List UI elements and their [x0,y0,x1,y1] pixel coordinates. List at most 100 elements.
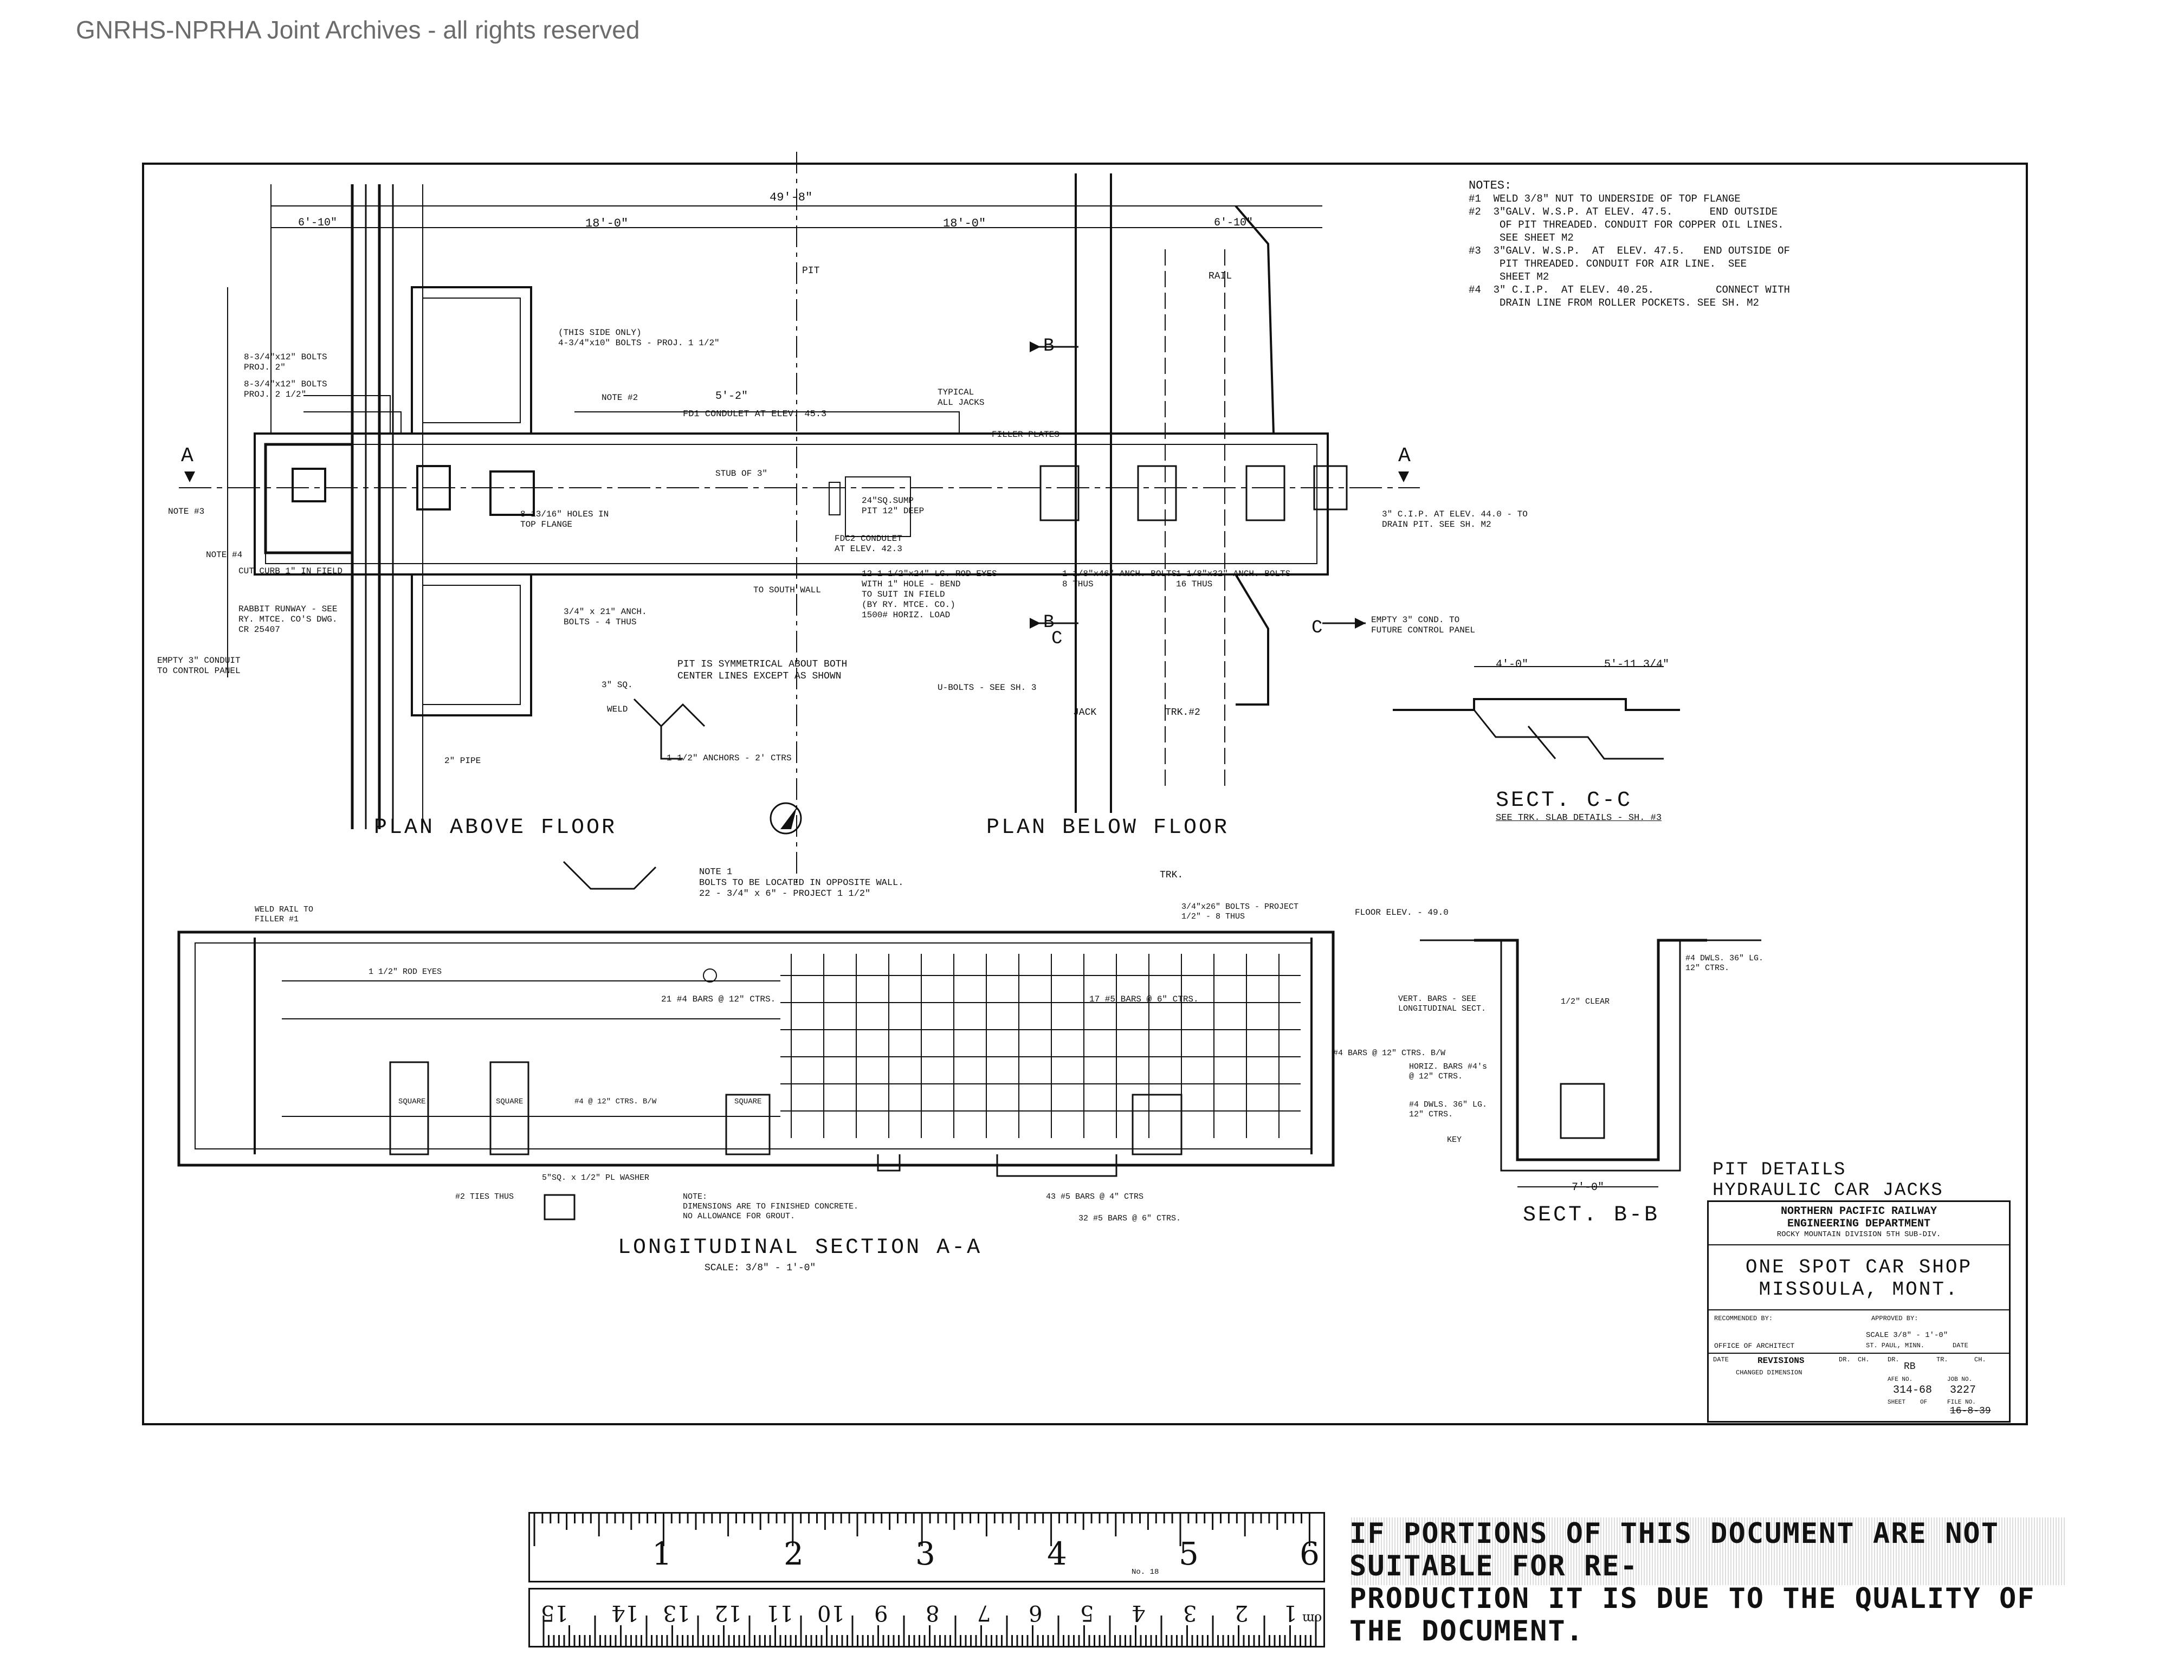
title-sect-b-b: SECT. B-B [1523,1203,1660,1227]
callout-3-sq: 3" SQ. [602,680,633,690]
cm-5: 5 [1080,1600,1094,1625]
general-notes: NOTES: #1 WELD 3/8" NUT TO UNDERSIDE OF … [1469,179,1790,309]
section-marker-b-bottom: B [1043,612,1055,633]
callout-symmetrical: PIT IS SYMMETRICAL ABOUT BOTH CENTER LIN… [677,659,848,682]
callout-bars-4-12: #4 @ 12" CTRS. B/W [574,1097,657,1106]
tb-file-no: 16-8-39 [1950,1406,1991,1417]
inch-ruler: 1 2 3 4 5 6 No. 18 [528,1512,1325,1582]
callout-anchor-bolts-2: 1 1/8"x32" ANCH. BOLTS 16 THUS [1176,569,1291,589]
callout-fd1-condulet: FD1 CONDULET AT ELEV. 45.3 [683,409,827,419]
plan-above-floor [179,152,1420,889]
callout-fdc2-condulet: FDC2 CONDULET AT ELEV. 42.3 [835,534,902,554]
tb-rev-text: CHANGED DIMENSION [1736,1369,1802,1377]
callout-bars-43: 43 #5 BARS @ 4" CTRS [1046,1192,1144,1201]
callout-rabbit-runway: RABBIT RUNWAY - SEE RY. MTCE. CO'S DWG. … [238,604,338,635]
cm-14: 14 [611,1600,639,1625]
cm-3: 3 [1183,1600,1197,1625]
callout-bolts-2: 8-3/4"x12" BOLTS PROJ. 2 1/2" [244,379,327,399]
sect-c-c-ref: SEE TRK. SLAB DETAILS - SH. #3 [1496,813,1662,823]
disclaimer-line-1: IF PORTIONS OF THIS DOCUMENT ARE NOT SUI… [1349,1517,2000,1582]
callout-washer: 5"SQ. x 1/2" PL WASHER [542,1173,650,1183]
tb-date: DATE [1953,1342,1968,1349]
inch-5: 5 [1179,1535,1199,1572]
tb-dr-label: DR. [1888,1356,1899,1364]
callout-filler-plates: FILLER PLATES [992,430,1059,440]
tb-railway: NORTHERN PACIFIC RAILWAY [1780,1205,1937,1218]
callout-typical-jacks: TYPICAL ALL JACKS [938,387,985,408]
callout-this-side: (THIS SIDE ONLY) 4-3/4"x10" BOLTS - PROJ… [558,328,720,348]
callout-empty-conduit-right: EMPTY 3" COND. TO FUTURE CONTROL PANEL [1371,615,1476,635]
section-marker-c-left: C [1051,629,1063,649]
cm-8: 8 [926,1600,940,1625]
dim-4-0: 4'-0" [1496,658,1529,671]
note-4: #4 3" C.I.P. AT ELEV. 40.25. CONNECT WIT… [1469,284,1790,309]
callout-u-bolts: U-BOLTS - SEE SH. 3 [938,683,1037,693]
inch-6: 6 [1300,1535,1320,1572]
notes-heading: NOTES: [1469,179,1512,192]
callout-square-1: SQUARE [398,1097,426,1106]
tb-project: ONE SPOT CAR SHOP [1745,1256,1973,1278]
tb-afe-label: AFE NO. [1888,1377,1913,1383]
note-3: #3 3"GALV. W.S.P. AT ELEV. 47.5. END OUT… [1469,245,1790,283]
callout-horiz-bars: HORIZ. BARS #4's @ 12" CTRS. [1409,1062,1488,1081]
tb-ch: CH. [1974,1356,1986,1364]
tb-department: ENGINEERING DEPARTMENT [1787,1218,1931,1230]
callout-sump-pit: 24"SQ.SUMP PIT 12" DEEP [862,496,925,516]
tb-location: MISSOULA, MONT. [1759,1278,1959,1301]
title-block: NORTHERN PACIFIC RAILWAY ENGINEERING DEP… [1707,1200,2011,1423]
section-c-c [1393,666,1680,760]
tb-of: OF [1920,1399,1928,1406]
callout-bars-32: 32 #5 BARS @ 6" CTRS. [1078,1214,1181,1223]
section-marker-b-top: B [1043,336,1055,357]
callout-bolts-project: 3/4"x26" BOLTS - PROJECT 1/2" - 8 THUS [1181,902,1299,921]
tb-dr-head: DR. [1839,1356,1851,1364]
cm-10: 10 [817,1600,845,1625]
dim-left-edge: 6'-10" [298,217,338,229]
tb-approved: APPROVED BY: [1871,1315,1918,1322]
section-marker-a-left: A [181,444,193,468]
callout-anchor-21: 3/4" x 21" ANCH. BOLTS - 4 THUS [564,607,647,627]
title-longitudinal-section: LONGITUDINAL SECTION A-A [618,1236,983,1260]
cm-6: 6 [1029,1600,1043,1625]
inch-1: 1 [652,1535,672,1572]
title-sect-c-c: SECT. C-C [1496,789,1633,813]
callout-note-1-bolts: NOTE 1 BOLTS TO BE LOCATED IN OPPOSITE W… [699,867,904,899]
callout-weld-rail: WELD RAIL TO FILLER #1 [255,905,314,924]
callout-bars-17: 17 #5 BARS @ 6" CTRS. [1089,994,1199,1004]
dim-5-11: 5'-11 3/4" [1604,658,1670,671]
dim-half-right: 18'-0" [943,217,986,230]
dim-right-edge: 6'-10" [1214,217,1253,229]
callout-cut-curb: CUT CURB 1" IN FIELD [238,566,343,576]
tb-recommended: RECOMMENDED BY: [1714,1315,1773,1322]
callout-anchor-bolts-1: 1 1/8"x46" ANCH. BOLTS 8 THUS [1062,569,1177,589]
cm-ruler-ticks [542,1616,1317,1646]
callout-rod-eyes: 12-1 1/2"x24" LG. ROD EYES WITH 1" HOLE … [862,569,997,620]
scale-longitudinal-section: SCALE: 3/8" - 1'-0" [705,1263,816,1274]
tb-file-label: FILE NO. [1947,1399,1976,1406]
callout-bars-4-bw: #4 BARS @ 12" CTRS. B/W [1333,1049,1446,1058]
callout-dowels-left: #4 DWLS. 36" LG. 12" CTRS. [1409,1100,1488,1119]
cl-pit: PIT [802,266,820,276]
archive-watermark: GNRHS-NPRHA Joint Archives - all rights … [76,16,640,44]
callout-floor-elev: FLOOR ELEV. - 49.0 [1355,908,1449,917]
callout-vert-bars: VERT. BARS - SEE LONGITUDINAL SECT. [1398,994,1487,1013]
callout-key: KEY [1447,1135,1462,1145]
callout-ties: #2 TIES THUS [455,1192,514,1201]
callout-weld: WELD [607,705,628,714]
disclaimer-line-2: PRODUCTION IT IS DUE TO THE QUALITY OF T… [1349,1582,2036,1647]
cl-jack: JACK [1073,707,1097,718]
ruler-label: No. 18 [1132,1568,1159,1576]
callout-note-3: NOTE #3 [168,507,205,516]
callout-empty-conduit-left: EMPTY 3" CONDUIT TO CONTROL PANEL [157,656,241,676]
longitudinal-section-a-a [177,861,1335,1220]
tb-scale: SCALE 3/8" - 1'-0" [1866,1331,1948,1340]
plan-below-floor [1030,173,1366,813]
cm-4: 4 [1132,1600,1146,1625]
reproduction-disclaimer: IF PORTIONS OF THIS DOCUMENT ARE NOT SUI… [1349,1517,2065,1647]
cm-15: 15 [541,1600,568,1625]
title-plan-above-floor: PLAN ABOVE FLOOR [374,816,617,840]
callout-note-2: NOTE #2 [602,393,638,403]
cm-ruler: 1 2 3 4 5 6 7 8 9 10 11 12 13 14 15 cm [528,1588,1325,1647]
callout-bars-21: 21 #4 BARS @ 12" CTRS. [661,994,776,1004]
